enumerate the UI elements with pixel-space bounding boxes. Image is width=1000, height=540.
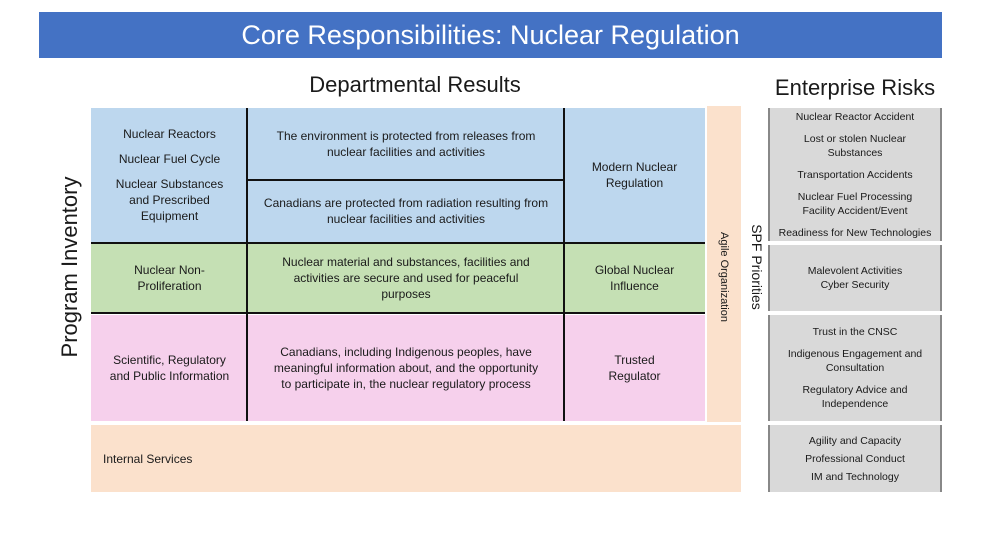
divider	[91, 242, 705, 244]
risk-item: Readiness for New Technologies	[778, 226, 932, 239]
result-indigenous-participation: Canadians, including Indigenous peoples,…	[248, 315, 564, 421]
program-nuclear-fuel-cycle: Nuclear Fuel Cycle	[118, 152, 221, 166]
risk-item: Malevolent Activities	[807, 265, 903, 277]
agile-organization-column	[707, 106, 741, 422]
risk-item: Transportation Accidents	[797, 168, 913, 181]
result-environment: The environment is protected from releas…	[276, 129, 536, 159]
divider	[248, 179, 564, 181]
program-scientific-information: Scientific, Regulatory and Public Inform…	[91, 315, 248, 421]
program-nuclear-substances: Nuclear Substances and Prescribed Equipm…	[115, 177, 224, 223]
title-bar: Core Responsibilities: Nuclear Regulatio…	[39, 12, 942, 58]
program-nuclear-reactors: Nuclear Reactors	[123, 127, 216, 141]
page-title: Core Responsibilities: Nuclear Regulatio…	[241, 19, 740, 50]
risk-group-3: Trust in the CNSC Indigenous Engagement …	[768, 315, 942, 421]
risk-item: Indigenous Engagement and Consultation	[787, 348, 923, 374]
risk-item: Trust in the CNSC	[812, 326, 898, 338]
risk-item: Professional Conduct	[805, 452, 905, 465]
internal-services-row: Internal Services	[91, 425, 741, 492]
risk-item: Agility and Capacity	[808, 434, 902, 447]
departmental-results-heading: Departmental Results	[309, 72, 521, 97]
divider	[563, 108, 565, 421]
program-non-proliferation: Nuclear Non-Proliferation	[91, 244, 248, 312]
enterprise-risks-heading: Enterprise Risks	[774, 75, 936, 100]
risk-item: Lost or stolen Nuclear Substances	[803, 132, 907, 159]
agile-organization-label: Agile Organization	[718, 232, 730, 322]
risk-group-1: Nuclear Reactor Accident Lost or stolen …	[768, 108, 942, 241]
program-internal-services: Internal Services	[103, 451, 193, 466]
divider	[246, 108, 248, 421]
blue-row	[91, 108, 705, 242]
outcome-modern-regulation: Modern Nuclear Regulation	[591, 160, 678, 190]
outcome-global-influence: Global Nuclear Influence	[564, 244, 705, 312]
risk-item: Nuclear Fuel Processing Facility Acciden…	[797, 190, 913, 217]
risk-group-4: Agility and Capacity Professional Conduc…	[768, 425, 942, 492]
blue-programs: Nuclear Reactors Nuclear Fuel Cycle Nucl…	[91, 108, 248, 242]
divider	[91, 312, 705, 314]
risk-group-2: Malevolent Activities Cyber Security	[768, 245, 942, 311]
result-secure-peaceful: Nuclear material and substances, facilit…	[248, 244, 564, 312]
risk-item: Regulatory Advice and Independence	[802, 384, 908, 410]
risk-item: Cyber Security	[820, 279, 890, 291]
outcome-trusted-regulator: Trusted Regulator	[564, 315, 705, 421]
risk-item: IM and Technology	[811, 470, 899, 483]
program-inventory-label: Program Inventory	[57, 176, 82, 358]
risk-item: Nuclear Reactor Accident	[795, 110, 915, 123]
result-radiation-protection: Canadians are protected from radiation r…	[263, 196, 549, 226]
spf-priorities-label: SPF Priorities	[749, 224, 765, 310]
